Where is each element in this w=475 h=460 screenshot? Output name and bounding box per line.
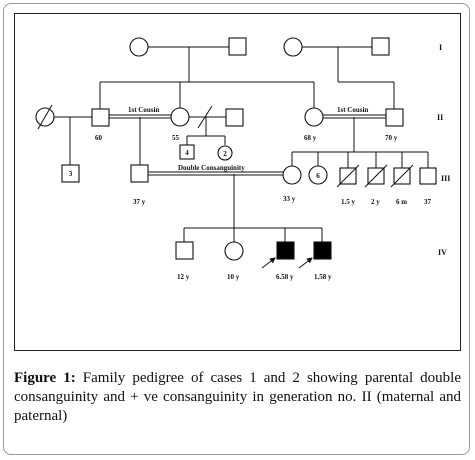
generation-label-IV: IV [438, 248, 447, 257]
gen1-right-male [371, 37, 390, 56]
gen2-right-father-70 [385, 108, 404, 127]
gen1-left-male [228, 37, 247, 56]
label-sib-age-2: 2 y [371, 198, 380, 206]
label-first-cousin-left: 1st Cousin [128, 106, 159, 114]
label-gen3-father-age: 37 y [133, 198, 146, 206]
label-father-age: 60 [95, 134, 103, 142]
label-gen3-mother-age: 33 y [283, 195, 296, 203]
proband-arrow-1 [261, 257, 276, 269]
label-double-consanguinity: Double Consanguinity [178, 164, 245, 172]
gen2-mother-55 [170, 107, 190, 127]
gen4-brother-12 [175, 241, 194, 260]
gen3-females-2 [217, 145, 233, 161]
label-males-4: 4 [185, 149, 189, 157]
figure-caption: Figure 1: Family pedigree of cases 1 and… [14, 369, 461, 426]
generation-label-III: III [441, 174, 450, 183]
gen3-males-4 [179, 144, 195, 160]
gen4-affected-case-2 [313, 241, 332, 260]
gen1-left-female [129, 37, 149, 57]
gen2-right-mother-68 [304, 107, 324, 127]
death-slash-2 [364, 164, 388, 188]
generation-label-I: I [439, 43, 442, 52]
gen2-mother-second-husband [225, 108, 244, 127]
label-mother-age: 55 [172, 134, 180, 142]
label-females-2: 2 [223, 150, 227, 158]
gen4-affected-case-1 [276, 241, 295, 260]
gen4-sister-10 [224, 241, 244, 261]
gen3-mother-33 [282, 165, 302, 185]
gen2-father-60 [91, 108, 110, 127]
label-gen4-age-1: 12 y [177, 273, 190, 281]
caption-lead: Figure 1: [14, 370, 76, 386]
proband-arrow-2 [298, 257, 313, 269]
death-slash-3 [390, 164, 414, 188]
gen3-father-37 [130, 164, 149, 183]
divorce-slash-left [37, 104, 53, 130]
label-right-father-age: 70 y [385, 134, 398, 142]
gen3-sib-4 [419, 167, 437, 185]
pedigree-diagram [14, 13, 461, 351]
label-right-mother-age: 68 y [304, 134, 317, 142]
gen1-right-female [283, 37, 303, 57]
label-sisters-6: 6 [316, 172, 320, 180]
gen3-sisters-6 [308, 165, 328, 185]
generation-label-II: II [437, 113, 443, 122]
label-gen4-age-4: 1.58 y [314, 273, 332, 281]
label-first-cousin-right: 1st Cousin [337, 106, 368, 114]
label-gen4-age-2: 10 y [227, 273, 240, 281]
label-sib-age-1: 1.5 y [341, 198, 356, 206]
divorce-slash-mid [197, 105, 213, 129]
gen3-half-sibs-3 [61, 164, 80, 183]
caption-text: Family pedigree of cases 1 and 2 showing… [14, 370, 461, 424]
label-sib-age-4: 37 [424, 198, 432, 206]
label-sib-age-3: 6 m [396, 198, 407, 206]
label-half-sibs-3: 3 [69, 170, 73, 178]
label-gen4-age-3: 6.58 y [276, 273, 294, 281]
death-slash-1 [336, 164, 360, 188]
